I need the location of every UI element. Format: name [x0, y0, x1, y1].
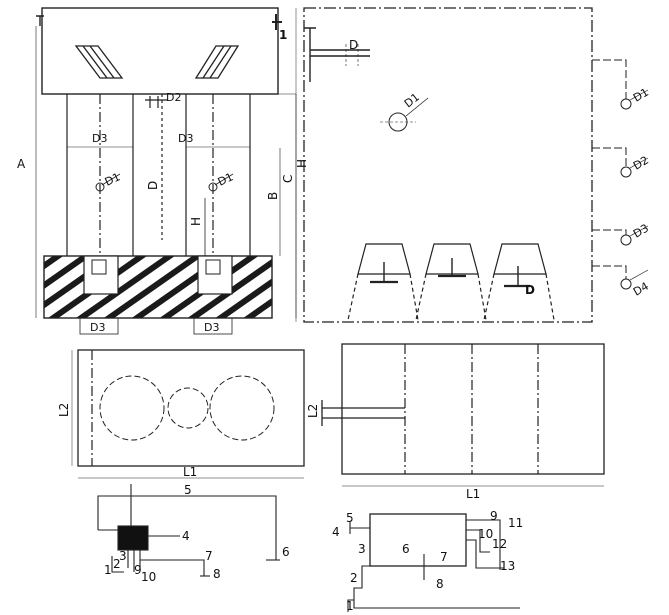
sl-label-3: 3	[119, 549, 127, 563]
side-top-nozzle	[304, 27, 370, 82]
plan-right-frame	[341, 343, 605, 475]
outlet-circle-3	[620, 234, 632, 246]
outlet-circle-4	[620, 278, 632, 290]
plan-circle-large-left	[99, 375, 165, 441]
schematic-left-labels: 1 2 3 4 5 6 7 8 9 10	[104, 483, 290, 584]
dim-D-front: D	[146, 181, 160, 190]
d2-nozzle	[145, 96, 168, 108]
dim-H-front: H	[189, 217, 203, 226]
sr-label-8: 8	[436, 577, 444, 591]
front-columns	[66, 94, 251, 258]
schematic-left	[97, 484, 280, 577]
dim-D1-left: D1	[103, 170, 123, 188]
front-marker-1: 1	[279, 28, 287, 42]
sr-label-12: 12	[492, 537, 507, 551]
right-vent-icon	[194, 45, 240, 79]
sl-label-4: 4	[182, 529, 190, 543]
outlet-circle-2	[620, 166, 632, 178]
pump-block	[117, 525, 149, 551]
plan-circle-large-right	[209, 375, 275, 441]
hatched-base	[43, 255, 273, 319]
sl-label-5: 5	[184, 483, 192, 497]
plan-left-L1: L1	[183, 465, 197, 479]
sl-label-9: 9	[134, 563, 142, 577]
plan-left-L2: L2	[57, 403, 71, 417]
side-dim-H: H	[295, 159, 309, 168]
front-top-right-mark	[272, 14, 282, 30]
dim-D1-right: D1	[216, 170, 236, 188]
hopper-middle	[415, 243, 487, 321]
sr-label-3: 3	[358, 542, 366, 556]
plan-left-frame	[77, 349, 305, 467]
plan-right-nozzle	[321, 400, 405, 426]
dim-D3-right-lower: D3	[204, 321, 219, 334]
schematic-right-labels: 1 2 3 4 5 6 7 8 9 10 11 12 13	[332, 509, 523, 613]
side-dim-D-bottom: D	[525, 283, 535, 297]
sr-label-13: 13	[500, 559, 515, 573]
dim-D2: D2	[166, 91, 181, 104]
dim-B: B	[266, 192, 280, 200]
schematic-right	[347, 513, 520, 612]
d3-box-left	[79, 317, 119, 335]
plan-left: L2 L1	[57, 349, 305, 479]
left-vent-icon	[74, 45, 124, 79]
dim-D3-left-lower: D3	[90, 321, 105, 334]
outlet-label-1: D1	[631, 86, 651, 105]
sl-label-1: 1	[104, 563, 112, 577]
sr-label-1: 1	[346, 599, 354, 613]
tank-block	[369, 513, 467, 567]
sr-label-6: 6	[402, 542, 410, 556]
sr-label-4: 4	[332, 525, 340, 539]
right-pipe-circle	[208, 182, 218, 192]
left-pipe-circle	[95, 182, 105, 192]
sr-label-11: 11	[508, 516, 523, 530]
front-view: 1	[17, 7, 297, 335]
outlet-label-2: D2	[631, 154, 651, 173]
hopper-right	[483, 243, 555, 321]
sl-label-7: 7	[205, 549, 213, 563]
dim-C: C	[281, 175, 295, 183]
plan-circle-small	[167, 387, 209, 429]
side-dim-D-top: D	[349, 38, 358, 52]
sr-label-10: 10	[478, 527, 493, 541]
dim-D3-right-upper: D3	[178, 132, 193, 145]
sr-label-5: 5	[346, 511, 354, 525]
plan-right: L2 L1	[306, 343, 605, 501]
sr-label-2: 2	[350, 571, 358, 585]
sr-label-9: 9	[490, 509, 498, 523]
side-dim-D1: D1	[402, 91, 422, 111]
plan-right-L2: L2	[306, 404, 320, 418]
sl-label-10: 10	[141, 570, 156, 584]
front-top-left-mark	[36, 15, 44, 26]
side-view: D D1 H D	[295, 7, 651, 323]
sl-label-6: 6	[282, 545, 290, 559]
hopper-left	[347, 243, 419, 321]
side-frame	[303, 7, 593, 323]
sl-label-2: 2	[113, 557, 121, 571]
dim-A: A	[17, 157, 26, 171]
outlet-circle-1	[620, 98, 632, 110]
outlet-label-4: D4	[631, 280, 651, 299]
dim-D3-left-upper: D3	[92, 132, 107, 145]
d3-box-right	[193, 317, 233, 335]
front-top-frame	[41, 7, 279, 95]
plan-right-L1: L1	[466, 487, 480, 501]
sr-label-7: 7	[440, 550, 448, 564]
sl-label-8: 8	[213, 567, 221, 581]
outlet-label-3: D3	[631, 222, 651, 241]
